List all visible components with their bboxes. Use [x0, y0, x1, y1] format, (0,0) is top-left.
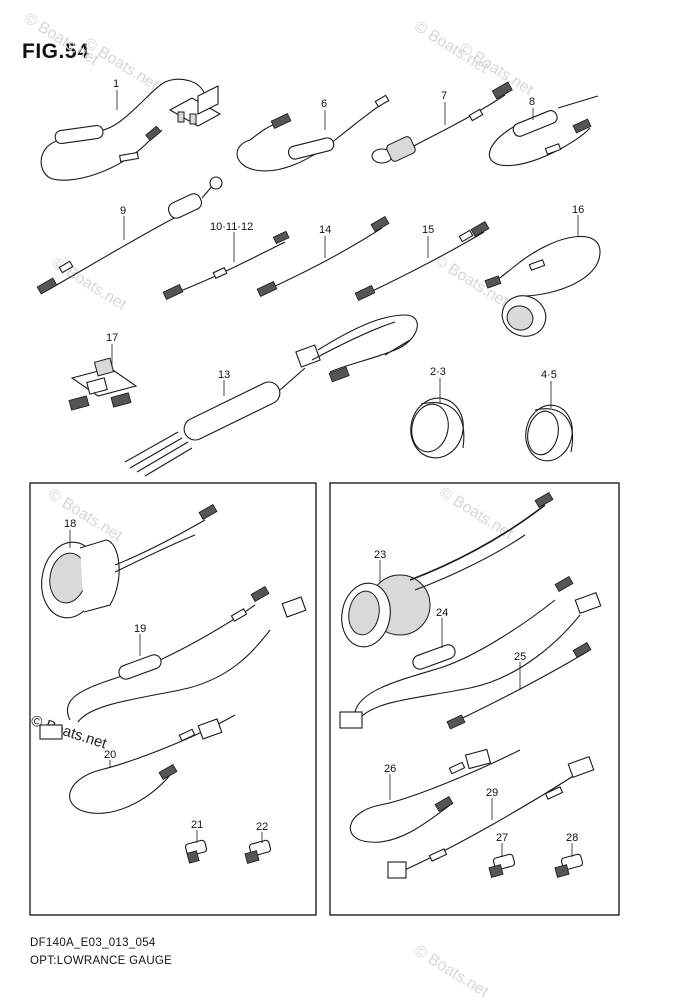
- callout-21: 21: [191, 819, 203, 831]
- part-9-sensor-cable: [36, 176, 223, 295]
- part-28-terminator: [554, 853, 584, 878]
- callout-29: 29: [486, 787, 498, 799]
- callout-22: 22: [256, 821, 268, 833]
- callout-7: 7: [441, 90, 447, 102]
- callout-17: 17: [106, 332, 118, 344]
- part-7-sensor: [371, 81, 513, 164]
- callout-24: 24: [436, 607, 448, 619]
- figure-title: FIG.54: [22, 40, 90, 63]
- part-2-3-bezel: [410, 397, 465, 459]
- part-22-terminator: [244, 839, 272, 864]
- callout-4-5: 4·5: [541, 369, 557, 381]
- callout-18: 18: [64, 518, 76, 530]
- callout-9: 9: [120, 205, 126, 217]
- part-13-harness: [124, 314, 418, 477]
- callout-1: 1: [113, 78, 119, 90]
- callout-20: 20: [104, 749, 116, 761]
- callout-28: 28: [566, 832, 578, 844]
- part-10-cable: [162, 230, 290, 300]
- panel-left-frame: [29, 482, 317, 916]
- part-25-cable: [446, 641, 592, 730]
- panel-right-frame: [329, 482, 620, 916]
- leader-lines: [69, 90, 579, 857]
- callout-19: 19: [134, 623, 146, 635]
- part-21-terminator: [184, 839, 208, 864]
- callout-14: 14: [319, 224, 331, 236]
- callout-16: 16: [572, 204, 584, 216]
- part-17-t-connector: [68, 357, 138, 411]
- callout-8: 8: [529, 96, 535, 108]
- figure-caption: OPT:LOWRANCE GAUGE: [30, 955, 173, 967]
- callout-6: 6: [321, 98, 327, 110]
- callout-labels: 1 6 7 8 9 10·11·12 14 15 16 17 13 2·3 4·…: [64, 78, 584, 844]
- part-23-gauge: [341, 491, 554, 648]
- part-26-cable: [349, 748, 521, 843]
- part-18-gauge: [41, 503, 218, 619]
- part-8-sensor-cable: [488, 95, 599, 167]
- part-29-cable: [387, 755, 595, 879]
- callout-25: 25: [514, 651, 526, 663]
- part-14-cable: [256, 215, 390, 297]
- part-16-transducer: [484, 235, 601, 337]
- part-20-cable: [69, 714, 236, 814]
- part-24-harness: [339, 575, 602, 729]
- part-27-terminator: [488, 853, 516, 878]
- part-19-harness: [39, 585, 307, 740]
- callout-23: 23: [374, 549, 386, 561]
- figure-code: DF140A_E03_013_054: [30, 937, 156, 949]
- callout-13: 13: [218, 369, 230, 381]
- part-15-cable: [354, 220, 490, 301]
- part-6-cable: [236, 94, 390, 172]
- part-4-5-bezel: [525, 404, 573, 462]
- callout-10-11-12: 10·11·12: [210, 221, 253, 233]
- callout-15: 15: [422, 224, 434, 236]
- callout-2-3: 2·3: [430, 366, 446, 378]
- callout-27: 27: [496, 832, 508, 844]
- part-1-harness: [40, 78, 222, 181]
- callout-26: 26: [384, 763, 396, 775]
